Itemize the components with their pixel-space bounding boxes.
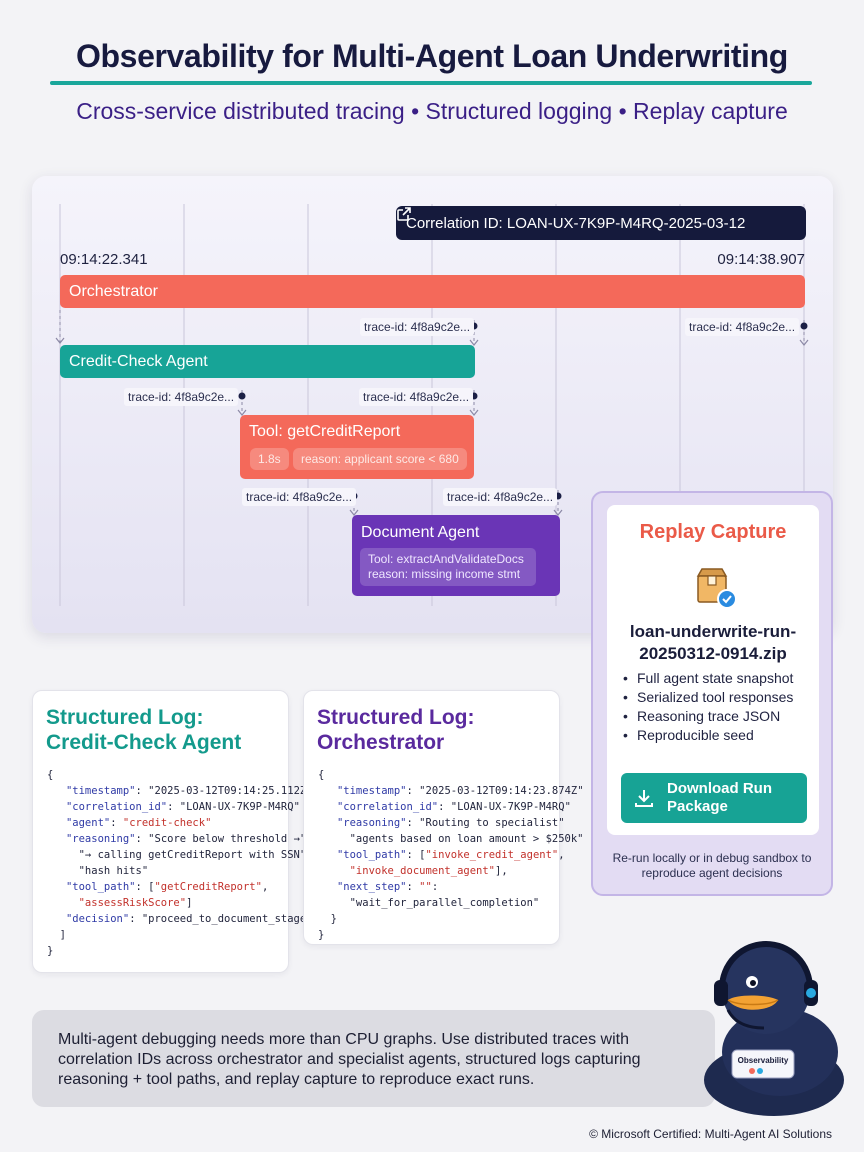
log-title-line: Credit-Check Agent (46, 731, 242, 754)
correlation-id-text: Correlation ID: LOAN-UX-7K9P-M4RQ-2025-0… (406, 214, 746, 232)
download-label: Download Run Package (667, 780, 772, 816)
filename-line: 20250312-0914.zip (639, 644, 787, 663)
log-title: Structured Log: Credit-Check Agent (46, 705, 241, 755)
log-title: Structured Log: Orchestrator (317, 705, 475, 755)
list-item: Serialized tool responses (623, 688, 793, 707)
title-underline (50, 81, 812, 85)
log-value: "LOAN-UX-7K9P-M4RQ" (450, 801, 571, 813)
log-value: "agents based on loan amount > $250k" (349, 833, 584, 845)
replay-feature-list: Full agent state snapshot Serialized too… (623, 669, 793, 745)
arrow-head (799, 339, 809, 346)
trace-dot (800, 322, 808, 330)
log-value: "getCreditReport" (154, 881, 262, 893)
trace-id-label: trace-id: 4f8a9c2e... (242, 488, 357, 506)
list-item: Reasoning trace JSON (623, 707, 793, 726)
arrow-head (469, 339, 479, 346)
replay-note: Re-run locally or in debug sandbox to re… (612, 851, 812, 880)
arrow-head (469, 409, 479, 416)
log-value: "→ calling getCreditReport with SSN" (78, 849, 307, 861)
log-json-block: { "timestamp": "2025-03-12T09:14:25.112Z… (47, 769, 313, 957)
span-orchestrator[interactable]: Orchestrator (60, 275, 805, 308)
span-label: Orchestrator (69, 282, 158, 300)
reason-chip: reason: applicant score < 680 (293, 448, 467, 470)
span-label: Credit-Check Agent (69, 352, 208, 370)
download-run-package-button[interactable]: Download Run Package (621, 773, 807, 823)
duration-chip: 1.8s (250, 448, 289, 470)
summary-banner: Multi-agent debugging needs more than CP… (32, 1010, 715, 1107)
log-value: "invoke_credit_agent" (425, 849, 559, 861)
log-title-line: Orchestrator (317, 731, 445, 754)
structured-log-orchestrator: Structured Log: Orchestrator { "timestam… (303, 690, 584, 945)
log-value: "Score below threshold →" (148, 833, 307, 845)
trace-id-label: trace-id: 4f8a9c2e... (360, 318, 475, 336)
log-json-block: { "timestamp": "2025-03-12T09:14:23.874Z… (318, 769, 584, 941)
log-value: "hash hits" (78, 865, 149, 877)
duck-mascot-icon: Observability (688, 930, 850, 1125)
list-item: Reproducible seed (623, 726, 793, 745)
trace-id-label: trace-id: 4f8a9c2e... (359, 388, 474, 406)
document-agent-detail: Tool: extractAndValidateDocs reason: mis… (360, 548, 536, 586)
trace-id-label: trace-id: 4f8a9c2e... (124, 388, 239, 406)
log-title-line: Structured Log: (317, 706, 475, 729)
log-value: "LOAN-UX-7K9P-M4RQ" (179, 801, 300, 813)
log-value: "Routing to specialist" (419, 817, 565, 829)
filename-line: loan-underwrite-run- (629, 622, 797, 641)
span-label: Tool: getCreditReport (249, 423, 401, 440)
list-item: Full agent state snapshot (623, 669, 793, 688)
correlation-id-badge[interactable]: Correlation ID: LOAN-UX-7K9P-M4RQ-2025-0… (396, 206, 806, 240)
replay-capture-panel: Replay Capture loan-underwrite-run- 2025… (591, 491, 833, 896)
footer-credit: © Microsoft Certified: Multi-Agent AI So… (589, 1127, 832, 1141)
download-label-line: Download Run (667, 780, 772, 797)
document-agent-tool: Tool: extractAndValidateDocs (368, 552, 524, 566)
page-subtitle: Cross-service distributed tracing • Stru… (76, 98, 788, 124)
log-value: "2025-03-12T09:14:25.112Z" (148, 785, 313, 797)
span-document-agent[interactable]: Document Agent (352, 515, 560, 596)
summary-text: Multi-agent debugging needs more than CP… (58, 1031, 641, 1088)
download-icon (621, 787, 667, 809)
span-tool-getcreditreport[interactable]: Tool: getCreditReport (240, 415, 474, 479)
package-icon (692, 566, 738, 615)
duck-badge-text: Observability (738, 1056, 789, 1065)
trace-id-label: trace-id: 4f8a9c2e... (443, 488, 558, 506)
log-title-line: Structured Log: (46, 706, 204, 729)
log-value: "wait_for_parallel_completion" (349, 897, 540, 909)
arrow-head (55, 337, 65, 344)
download-label-line: Package (667, 798, 728, 815)
replay-title: Replay Capture (639, 521, 787, 543)
trace-end-time: 09:14:38.907 (717, 251, 805, 268)
structured-log-credit-check: Structured Log: Credit-Check Agent { "ti… (32, 690, 313, 973)
span-label: Document Agent (361, 524, 480, 541)
trace-start-time: 09:14:22.341 (60, 251, 148, 268)
log-value: "proceed_to_document_stage" (141, 913, 313, 925)
trace-id-label: trace-id: 4f8a9c2e... (685, 318, 800, 336)
log-value: "invoke_document_agent" (349, 865, 496, 877)
trace-timeline-panel: Correlation ID: LOAN-UX-7K9P-M4RQ-2025-0… (32, 176, 833, 633)
package-filename: loan-underwrite-run- 20250312-0914.zip (607, 621, 819, 665)
page-title: Observability for Multi-Agent Loan Under… (76, 38, 788, 74)
span-credit-check-agent[interactable]: Credit-Check Agent (60, 345, 475, 378)
replay-capture-card: Replay Capture loan-underwrite-run- 2025… (607, 505, 819, 835)
log-value: "assessRiskScore" (78, 897, 187, 909)
log-value: "credit-check" (122, 817, 212, 829)
trace-dot (238, 392, 246, 400)
document-agent-reason: reason: missing income stmt (368, 567, 521, 581)
log-value: "2025-03-12T09:14:23.874Z" (419, 785, 584, 797)
